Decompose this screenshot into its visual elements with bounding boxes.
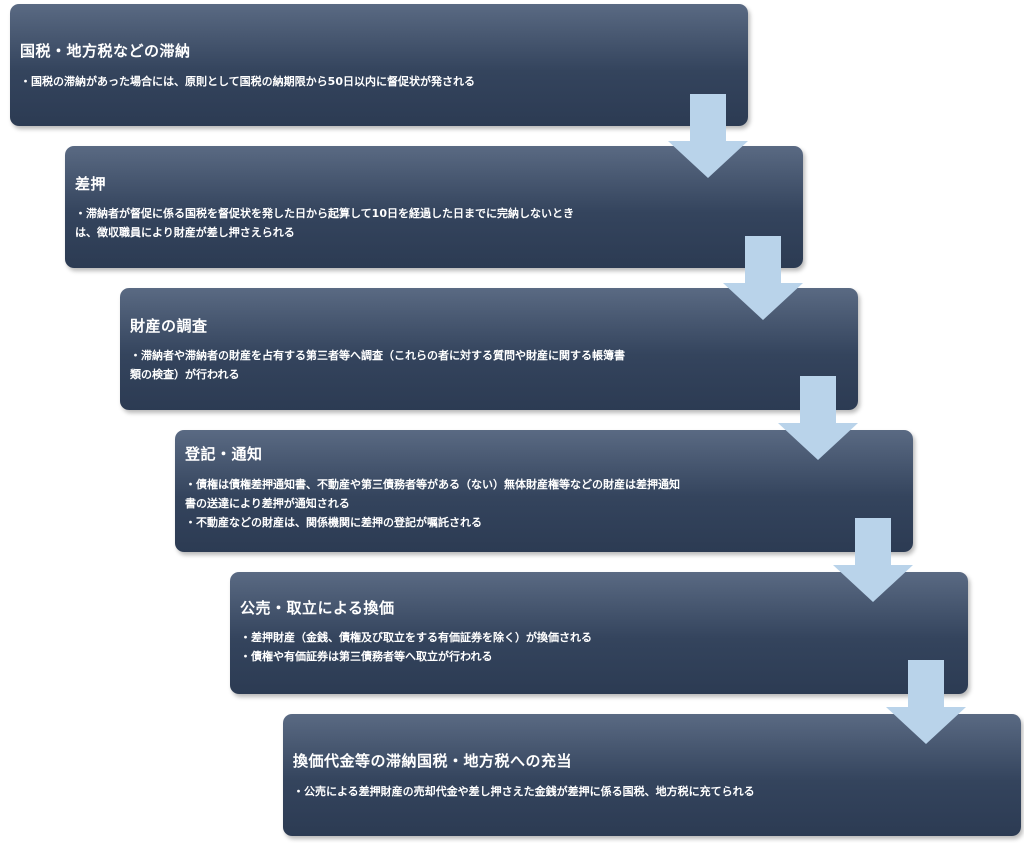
step-title-1: 国税・地方税などの滞納: [20, 42, 191, 60]
step-bullets-5: ・差押財産（金銭、債権及び取立をする有価証券を除く）が換価される ・債権や有価証…: [240, 628, 948, 666]
down-arrow-icon-1: [668, 94, 748, 178]
step-4-bullet-1: ・債権は債権差押通知書、不動産や第三債務者等がある（ない）無体財産権等などの財産…: [185, 478, 680, 510]
step-4-bullet-2: ・不動産などの財産は、関係機関に差押の登記が嘱託される: [185, 516, 482, 529]
step-5-bullet-2: ・債権や有価証券は第三債務者等へ取立が行われる: [240, 650, 493, 663]
step-bullets-1: ・国税の滞納があった場合には、原則として国税の納期限から50日以内に督促状が発さ…: [20, 72, 728, 91]
down-arrow-icon-2: [723, 236, 803, 320]
step-bullets-3: ・滞納者や滞納者の財産を占有する第三者等へ調査（これらの者に対する質問や財産に関…: [130, 346, 838, 384]
step-box-2: 差押 ・滞納者が督促に係る国税を督促状を発した日から起算して10日を経過した日ま…: [65, 146, 803, 268]
step-5-bullet-1: ・差押財産（金銭、債権及び取立をする有価証券を除く）が換価される: [240, 631, 592, 644]
down-arrow-icon-4: [833, 518, 913, 602]
step-box-6: 換価代金等の滞納国税・地方税への充当 ・公売による差押財産の売却代金や差し押さえ…: [283, 714, 1021, 836]
step-box-1: 国税・地方税などの滞納 ・国税の滞納があった場合には、原則として国税の納期限から…: [10, 4, 748, 126]
down-arrow-icon-3: [778, 376, 858, 460]
step-title-2: 差押: [75, 175, 107, 193]
step-1-bullet-1: ・国税の滞納があった場合には、原則として国税の納期限から50日以内に督促状が発さ…: [20, 75, 475, 88]
step-2-bullet-1: ・滞納者が督促に係る国税を督促状を発した日から起算して10日を経過した日までに完…: [75, 207, 574, 239]
step-title-5: 公売・取立による換価: [240, 599, 395, 617]
step-title-4: 登記・通知: [185, 445, 263, 463]
step-box-5: 公売・取立による換価 ・差押財産（金銭、債権及び取立をする有価証券を除く）が換価…: [230, 572, 968, 694]
step-bullets-4: ・債権は債権差押通知書、不動産や第三債務者等がある（ない）無体財産権等などの財産…: [185, 475, 893, 532]
step-box-3: 財産の調査 ・滞納者や滞納者の財産を占有する第三者等へ調査（これらの者に対する質…: [120, 288, 858, 410]
step-title-3: 財産の調査: [130, 317, 208, 335]
step-box-4: 登記・通知 ・債権は債権差押通知書、不動産や第三債務者等がある（ない）無体財産権…: [175, 430, 913, 552]
step-title-6: 換価代金等の滞納国税・地方税への充当: [293, 752, 573, 770]
step-bullets-2: ・滞納者が督促に係る国税を督促状を発した日から起算して10日を経過した日までに完…: [75, 204, 783, 242]
step-6-bullet-1: ・公売による差押財産の売却代金や差し押さえた金銭が差押に係る国税、地方税に充てら…: [293, 785, 755, 798]
down-arrow-icon-5: [886, 660, 966, 744]
step-bullets-6: ・公売による差押財産の売却代金や差し押さえた金銭が差押に係る国税、地方税に充てら…: [293, 782, 1001, 801]
step-3-bullet-1: ・滞納者や滞納者の財産を占有する第三者等へ調査（これらの者に対する質問や財産に関…: [130, 349, 625, 381]
